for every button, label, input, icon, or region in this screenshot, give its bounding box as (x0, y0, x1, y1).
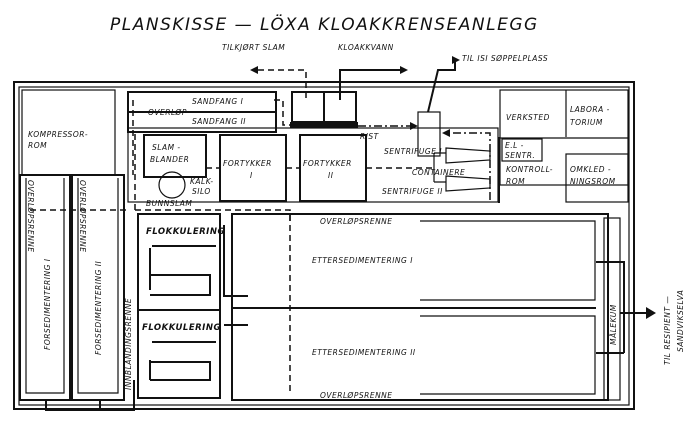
label-fortykker-2-num: II (328, 171, 334, 180)
forsed-outflow-line (45, 380, 135, 411)
label-sandfang-1: SANDFANG I (192, 97, 244, 106)
label-el-sentr: E.L - (505, 141, 524, 150)
tank-forsedimentering-2 (71, 174, 125, 401)
sentrifuge-split (433, 152, 446, 183)
label-overlopsrenne-2: OVERLØPSRENNE (78, 180, 87, 253)
room-el-sentral (501, 138, 543, 162)
label-ettersedimentering-2: ETTERSEDIMENTERING II (312, 348, 416, 357)
label-tilkjort-slam: TILKJØRT SLAM (222, 43, 285, 52)
label-bunnslam: BUNNSLAM (146, 199, 192, 208)
label-forsedimentering-2: FORSEDIMENTERING II (94, 261, 103, 355)
label-omkledningsrom: OMKLED - (570, 165, 611, 174)
wall (498, 137, 500, 203)
malekum (603, 217, 621, 401)
label-kompressorrom-2: ROM (28, 141, 47, 150)
waste-outflow-line (427, 62, 456, 113)
label-overlopsrenne-bottom: OVERLØPSRENNE (320, 391, 393, 400)
arrow-icon (250, 66, 258, 74)
etter-overlopsrenne (420, 220, 596, 395)
outflow-line (596, 261, 648, 354)
label-sentrifuge-1: SENTRIFUGE I (384, 147, 442, 156)
tank-sandfang-2 (127, 111, 277, 133)
sentrifuge-2 (445, 175, 491, 192)
label-overlop: OVERLØP (148, 108, 187, 117)
label-sandfang-2: SANDFANG II (192, 117, 246, 126)
sewage-inflow-line (339, 69, 400, 100)
label-laboratorium-2: TORIUM (570, 118, 603, 127)
label-fortykker-1: FORTYKKER (223, 159, 272, 168)
label-laboratorium: LABORA - (570, 105, 610, 114)
label-innblandingsrenne: INNBLANDINGSRENNE (124, 298, 133, 390)
label-flokkulering-2: FLOKKULERING (142, 323, 221, 333)
sentrifuge-1 (445, 147, 491, 164)
flokkulering-baffles (149, 245, 216, 381)
label-soppelplass: TIL ISI SØPPELPLASS (462, 54, 548, 63)
label-kompressorrom: KOMPRESSOR- (28, 130, 88, 139)
label-kontrollrom: KONTROLL- (506, 165, 553, 174)
label-kalksilo: KALK- (190, 177, 214, 186)
arrow-icon (646, 307, 656, 319)
room-omkledningsrom (565, 153, 629, 203)
label-el-sentr-2: SENTR. (505, 151, 535, 160)
building-outline (13, 81, 635, 410)
tank-fortykker-2 (299, 134, 367, 202)
overlopsrenne-lines (25, 178, 119, 394)
line-from-sentrifuge (448, 132, 491, 200)
label-rist: RIST (360, 132, 380, 141)
arrow-icon (442, 129, 450, 137)
flokk-outflow-lines (223, 225, 248, 326)
label-overlopsrenne-top: OVERLØPSRENNE (320, 217, 393, 226)
label-fortykker-2: FORTYKKER (303, 159, 352, 168)
label-ettersedimentering-1: ETTERSEDIMENTERING I (312, 256, 413, 265)
label-containere: CONTAINERE (412, 168, 465, 177)
label-omkledningsrom-2: NINGSROM (570, 177, 616, 186)
label-overlopsrenne-1: OVERLØPSRENNE (26, 180, 35, 253)
label-kontrollrom-2: ROM (506, 177, 525, 186)
arrow-icon (400, 66, 408, 74)
line-to-sandfang (272, 99, 295, 126)
label-slamblander: SLAM - (152, 143, 181, 152)
label-resipient-2: SANDVIKSELVA (676, 290, 685, 352)
label-slamblander-2: BLANDER (150, 155, 189, 164)
label-malekum: MÅLEKUM (609, 304, 618, 345)
tank-slamblander (143, 134, 207, 178)
containere-box (417, 111, 441, 157)
tank-flokkulering (137, 213, 221, 399)
label-verksted: VERKSTED (506, 113, 550, 122)
diagram-title: PLANSKISSE — LÖXA KLOAKKRENSEANLEGG (110, 13, 539, 35)
label-fortykker-1-num: I (250, 171, 253, 180)
arrow-icon (410, 122, 418, 130)
arrow-icon (452, 56, 460, 64)
label-kalksilo-2: SILO (192, 187, 211, 196)
label-resipient: TIL RESIPIENT — (663, 296, 672, 365)
label-flokkulering-1: FLOKKULERING (146, 227, 225, 237)
screen-rist (290, 122, 358, 128)
label-forsedimentering-1: FORSEDIMENTERING I (43, 258, 52, 350)
label-sentrifuge-2: SENTRIFUGE II (382, 187, 443, 196)
kalksilo (158, 171, 186, 199)
tank-fortykker-1 (219, 134, 287, 202)
label-kloakkvann: KLOAKKVANN (338, 43, 394, 52)
sludge-inflow-line (258, 69, 307, 100)
inlet-chamber-sludge (291, 91, 325, 123)
